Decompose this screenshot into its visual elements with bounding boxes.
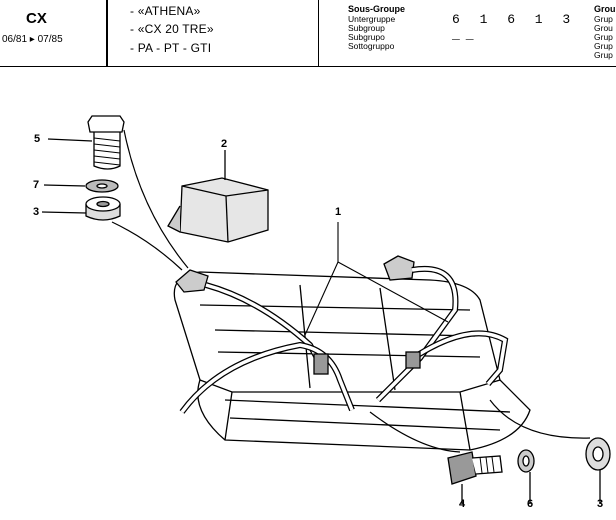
subgroup-es: Subgrupo: [348, 32, 385, 42]
subgroup-it: Sottogruppo: [348, 41, 395, 51]
bolt-part-4: [447, 451, 503, 504]
group-line-3: Grup: [594, 32, 613, 42]
subgroup-heading: Sous-Groupe: [348, 4, 406, 14]
header-divider-1: [106, 0, 108, 66]
bolt-part-5: [47, 115, 125, 170]
callout-1-leaders: [304, 222, 449, 336]
washer-part-6: [517, 449, 535, 504]
variant-pa-pt-gti: - PA - PT - GTI: [130, 41, 212, 55]
date-range: 06/81 ▸ 07/85: [2, 34, 63, 45]
callout-5: 5: [34, 133, 41, 145]
right-seat-belt: [375, 255, 509, 403]
header-bottom-rule: [0, 66, 616, 67]
callout-3-bottom: 3: [597, 498, 604, 510]
subgroup-en: Subgroup: [348, 23, 385, 33]
variant-cx20tre: - «CX 20 TRE»: [130, 22, 214, 36]
spacer-part-3-bottom: [585, 437, 611, 504]
subgroup-code: 6 1 6 1 3 __: [452, 12, 577, 42]
callout-2: 2: [221, 138, 228, 150]
cover-part-2: [167, 150, 269, 243]
spacer-part-3-top: [41, 196, 121, 221]
rear-bench-seat: [173, 271, 531, 451]
model-name: CX: [26, 10, 47, 27]
callout-6: 6: [527, 498, 534, 510]
callout-3-top: 3: [33, 206, 40, 218]
callout-7: 7: [33, 179, 40, 191]
group-line-2: Grou: [594, 23, 613, 33]
group-line-4: Grup: [594, 41, 613, 51]
header-divider-2: [318, 0, 319, 66]
callout-1: 1: [335, 206, 342, 218]
group-heading: Grou: [594, 4, 616, 14]
group-line-5: Grup: [594, 50, 613, 60]
washer-part-7: [43, 179, 119, 193]
callout-4: 4: [459, 498, 466, 510]
variant-athena: - «ATHENA»: [130, 4, 201, 18]
subgroup-de: Untergruppe: [348, 14, 396, 24]
group-line-1: Grup: [594, 14, 613, 24]
left-seat-belt: [175, 269, 355, 414]
